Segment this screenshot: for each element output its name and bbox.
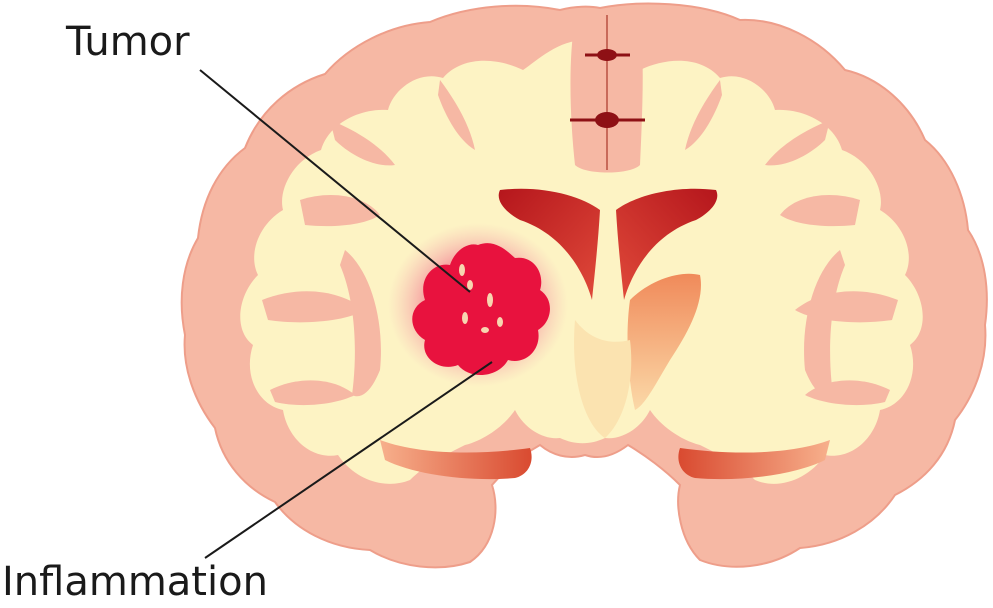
tumor-label: Tumor: [66, 22, 190, 62]
inflammation-label: Inflammation: [2, 562, 268, 602]
tumor-fleck: [497, 317, 503, 327]
tumor-fleck: [481, 327, 489, 333]
tumor-fleck: [462, 312, 468, 324]
tumor-fleck: [487, 293, 493, 307]
tumor-fleck: [467, 280, 473, 290]
tumor-fleck: [459, 264, 465, 276]
